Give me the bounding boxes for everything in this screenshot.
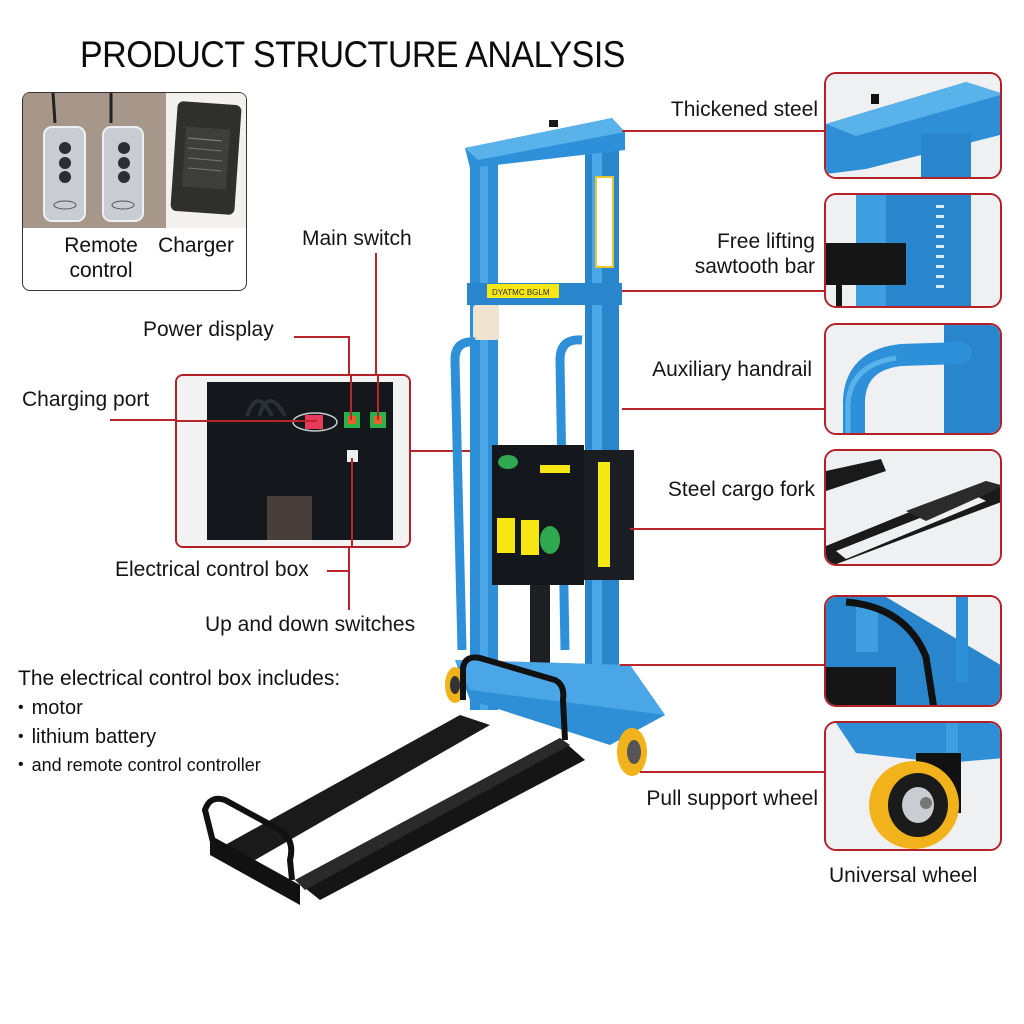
stacker-product-image: DYATMC BGLM bbox=[201, 118, 665, 905]
control-box-includes: The electrical control box includes: mot… bbox=[18, 667, 340, 776]
left-handrail bbox=[450, 337, 476, 651]
up-down-switches-label: Up and down switches bbox=[205, 613, 416, 636]
thickened-steel-label: Thickened steel bbox=[670, 98, 818, 121]
svg-text:DYATMC BGLM: DYATMC BGLM bbox=[492, 288, 550, 297]
includes-list: motor lithium battery and remote control… bbox=[18, 697, 340, 776]
remote-control-caption-line2: control bbox=[69, 259, 133, 283]
power-display-leader-line bbox=[294, 336, 349, 338]
page-title: PRODUCT STRUCTURE ANALYSIS bbox=[80, 34, 625, 76]
updown-switch-pointer bbox=[351, 458, 353, 546]
charger-photo bbox=[166, 93, 246, 228]
universal-wheel-leader-line bbox=[640, 771, 825, 773]
steel-crossbar-icon bbox=[826, 74, 1000, 177]
control-box-panel-icon bbox=[177, 376, 409, 546]
right-handrail bbox=[555, 335, 583, 651]
caster-wheel-icon bbox=[826, 723, 1000, 849]
thickened-steel-leader-line bbox=[622, 130, 825, 132]
cargo-fork-icon bbox=[826, 451, 1000, 564]
includes-heading: The electrical control box includes: bbox=[18, 667, 341, 690]
thickened-steel-detail bbox=[824, 72, 1002, 179]
steel-cargo-fork-label: Steel cargo fork bbox=[667, 478, 815, 501]
pull-support-wheel-leader-line bbox=[620, 664, 825, 666]
charger-icon bbox=[166, 93, 246, 228]
handrail-icon bbox=[826, 325, 1000, 433]
lock-plate bbox=[473, 305, 499, 340]
warning-sticker bbox=[595, 176, 614, 268]
accessories-panel: Remote control Charger bbox=[22, 92, 247, 291]
electrical-control-box-label: Electrical control box bbox=[115, 558, 309, 581]
pull-support-wheel-label: Pull support wheel bbox=[646, 787, 818, 810]
includes-item: lithium battery bbox=[18, 726, 340, 749]
main-switch-pointer bbox=[377, 376, 379, 420]
auxiliary-handrail-leader-line bbox=[622, 408, 825, 410]
electrical-control-box-leader-line bbox=[327, 570, 349, 572]
sawtooth-bar-icon bbox=[826, 195, 1000, 306]
charging-port-label: Charging port bbox=[22, 388, 150, 411]
includes-item: and remote control controller bbox=[18, 755, 340, 776]
steel-cargo-fork-detail bbox=[824, 449, 1002, 566]
sawtooth-bar-detail bbox=[824, 193, 1002, 308]
power-display-pointer bbox=[350, 376, 352, 420]
remote-control-icon bbox=[23, 93, 166, 228]
right-fork bbox=[295, 738, 585, 900]
remote-control-photo bbox=[23, 93, 166, 228]
steel-cargo-fork-leader-line bbox=[630, 528, 825, 530]
remote-control-caption: Remote control bbox=[31, 233, 171, 283]
includes-item: motor bbox=[18, 697, 340, 720]
left-fork bbox=[225, 715, 490, 860]
updown-switches-leader-line bbox=[348, 548, 350, 610]
sawtooth-bar-label-line1: Free lifting bbox=[716, 230, 815, 253]
power-display-label: Power display bbox=[143, 318, 274, 341]
push-handle bbox=[460, 654, 568, 741]
auxiliary-handrail-detail bbox=[824, 323, 1002, 435]
charger-caption: Charger bbox=[158, 234, 234, 257]
sawtooth-bar-leader-line bbox=[622, 290, 825, 292]
charging-port-pointer bbox=[177, 420, 317, 422]
control-box-detail bbox=[175, 374, 411, 548]
auxiliary-handrail-label: Auxiliary handrail bbox=[652, 358, 812, 381]
main-switch-label: Main switch bbox=[302, 227, 412, 250]
sawtooth-bar-label-line2: sawtooth bar bbox=[694, 255, 815, 279]
pull-support-wheel-detail bbox=[824, 595, 1002, 707]
fork-end-bar bbox=[210, 835, 300, 905]
fork-guard bbox=[201, 795, 295, 881]
remote-control-caption-line1: Remote bbox=[64, 234, 138, 257]
hydraulic-cylinder bbox=[530, 585, 550, 685]
universal-wheel-label: Universal wheel bbox=[829, 864, 978, 887]
universal-wheel-detail bbox=[824, 721, 1002, 851]
support-frame-icon bbox=[826, 597, 1000, 705]
main-switch-leader-line bbox=[375, 253, 377, 417]
sawtooth-bar-label: Free lifting sawtooth bar bbox=[640, 229, 815, 279]
